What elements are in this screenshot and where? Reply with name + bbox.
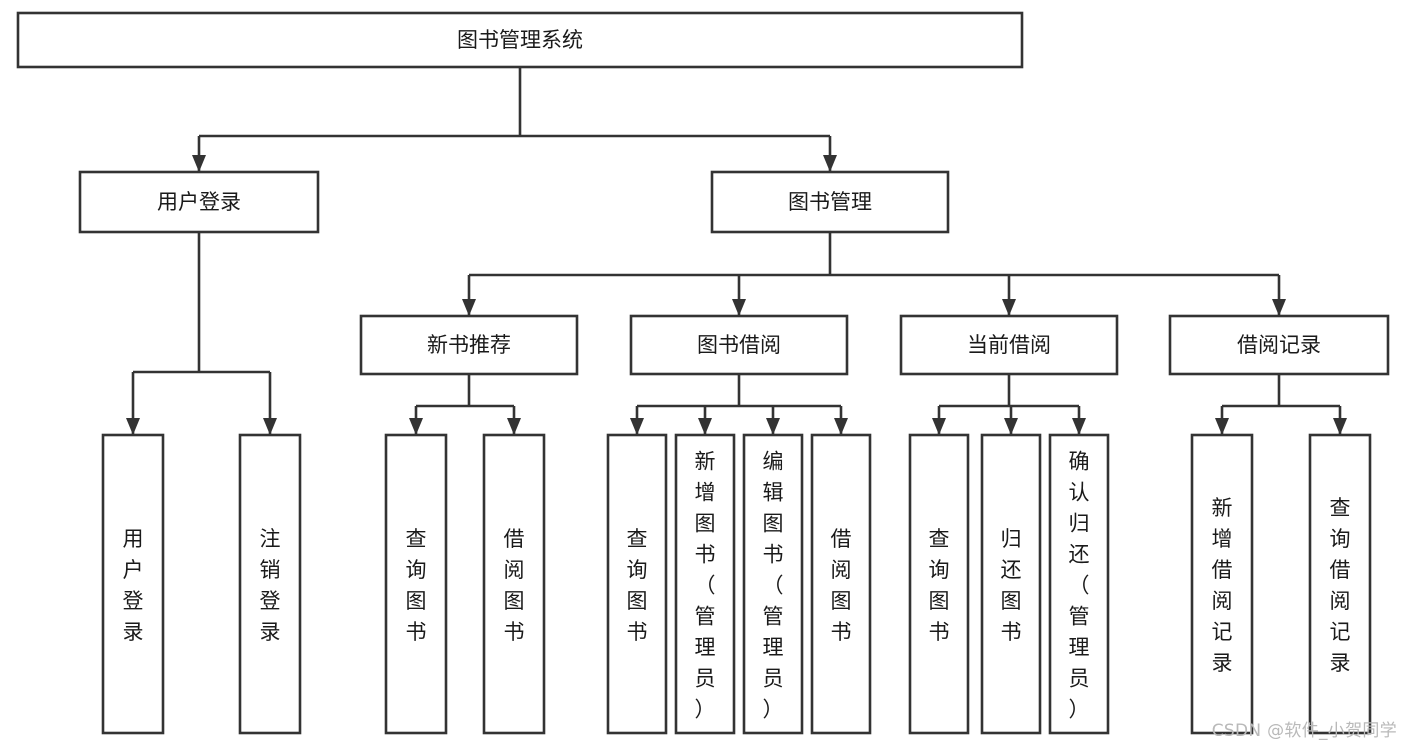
node-leaf-borrow-book-2[interactable]: 借阅图书 xyxy=(810,433,872,735)
node-leaf-edit-book[interactable]: 编辑图书（管理员） xyxy=(742,433,804,735)
node-label: 用户登录 xyxy=(157,190,241,214)
node-box xyxy=(16,11,1024,69)
node-book-borrow[interactable]: 图书借阅 xyxy=(629,314,849,376)
node-box xyxy=(238,433,302,735)
node-box xyxy=(482,433,546,735)
node-label: 借阅记录 xyxy=(1237,333,1321,357)
node-box xyxy=(1168,314,1390,376)
node-label: 查询图书 xyxy=(929,527,950,644)
node-label: 图书管理系统 xyxy=(457,28,583,52)
arrow-head-icon xyxy=(1002,299,1016,316)
node-box xyxy=(1048,433,1110,735)
node-label: 借阅图书 xyxy=(831,527,852,644)
node-box xyxy=(384,433,448,735)
node-box xyxy=(674,433,736,735)
node-leaf-query-book-2[interactable]: 查询图书 xyxy=(606,433,668,735)
node-user-login[interactable]: 用户登录 xyxy=(78,170,320,234)
node-book-manage[interactable]: 图书管理 xyxy=(710,170,950,234)
node-box xyxy=(742,433,804,735)
node-label: 确认归还（管理员） xyxy=(1069,450,1090,722)
node-borrow-record[interactable]: 借阅记录 xyxy=(1168,314,1390,376)
node-label: 归还图书 xyxy=(1001,527,1022,644)
arrow-head-icon xyxy=(462,299,476,316)
node-box xyxy=(899,314,1119,376)
arrow-head-icon xyxy=(126,418,140,435)
node-label: 查询图书 xyxy=(406,527,427,644)
csdn-watermark: CSDN @软件_小贺同学 xyxy=(1211,721,1397,741)
node-leaf-add-record[interactable]: 新增借阅记录 xyxy=(1190,433,1254,735)
node-leaf-return-book[interactable]: 归还图书 xyxy=(980,433,1042,735)
node-leaf-confirm-return[interactable]: 确认归还（管理员） xyxy=(1048,433,1110,735)
arrow-head-icon xyxy=(1004,418,1018,435)
node-leaf-query-book-1[interactable]: 查询图书 xyxy=(384,433,448,735)
node-box xyxy=(1308,433,1372,735)
node-label: 借阅图书 xyxy=(504,527,525,644)
node-label: 注销登录 xyxy=(260,527,281,644)
node-leaf-user-login[interactable]: 用户登录 xyxy=(101,433,165,735)
node-leaf-user-logout[interactable]: 注销登录 xyxy=(238,433,302,735)
node-label: 查询借阅记录 xyxy=(1330,496,1351,675)
arrow-head-icon xyxy=(507,418,521,435)
node-label: 编辑图书（管理员） xyxy=(763,450,784,722)
node-box xyxy=(629,314,849,376)
node-new-book-rec[interactable]: 新书推荐 xyxy=(359,314,579,376)
node-leaf-add-book[interactable]: 新增图书（管理员） xyxy=(674,433,736,735)
node-label: 新增借阅记录 xyxy=(1212,496,1233,675)
arrow-head-icon xyxy=(192,155,206,172)
arrow-head-icon xyxy=(1072,418,1086,435)
node-box xyxy=(810,433,872,735)
arrow-head-icon xyxy=(932,418,946,435)
node-box xyxy=(606,433,668,735)
arrow-head-icon xyxy=(834,418,848,435)
node-leaf-query-book-3[interactable]: 查询图书 xyxy=(908,433,970,735)
node-layer: 图书管理系统用户登录图书管理新书推荐图书借阅当前借阅借阅记录用户登录注销登录查询… xyxy=(16,11,1390,735)
node-current-borrow[interactable]: 当前借阅 xyxy=(899,314,1119,376)
node-label: 新书推荐 xyxy=(427,333,511,357)
node-box xyxy=(359,314,579,376)
node-label: 新增图书（管理员） xyxy=(695,450,716,722)
node-box xyxy=(101,433,165,735)
node-box xyxy=(908,433,970,735)
arrow-head-icon xyxy=(732,299,746,316)
arrow-head-icon xyxy=(409,418,423,435)
arrow-head-icon xyxy=(823,155,837,172)
node-box xyxy=(1190,433,1254,735)
node-label: 当前借阅 xyxy=(967,333,1051,357)
connector-layer xyxy=(126,67,1347,435)
node-leaf-borrow-book-1[interactable]: 借阅图书 xyxy=(482,433,546,735)
node-label: 用户登录 xyxy=(123,527,144,644)
arrow-head-icon xyxy=(263,418,277,435)
arrow-head-icon xyxy=(1333,418,1347,435)
node-label: 图书借阅 xyxy=(697,333,781,357)
node-leaf-query-record[interactable]: 查询借阅记录 xyxy=(1308,433,1372,735)
node-box xyxy=(78,170,320,234)
arrow-head-icon xyxy=(1215,418,1229,435)
node-root[interactable]: 图书管理系统 xyxy=(16,11,1024,69)
node-box xyxy=(710,170,950,234)
arrow-head-icon xyxy=(698,418,712,435)
node-box xyxy=(980,433,1042,735)
arrow-head-icon xyxy=(1272,299,1286,316)
node-label: 查询图书 xyxy=(627,527,648,644)
node-label: 图书管理 xyxy=(788,190,872,214)
arrow-head-icon xyxy=(766,418,780,435)
arrow-head-icon xyxy=(630,418,644,435)
